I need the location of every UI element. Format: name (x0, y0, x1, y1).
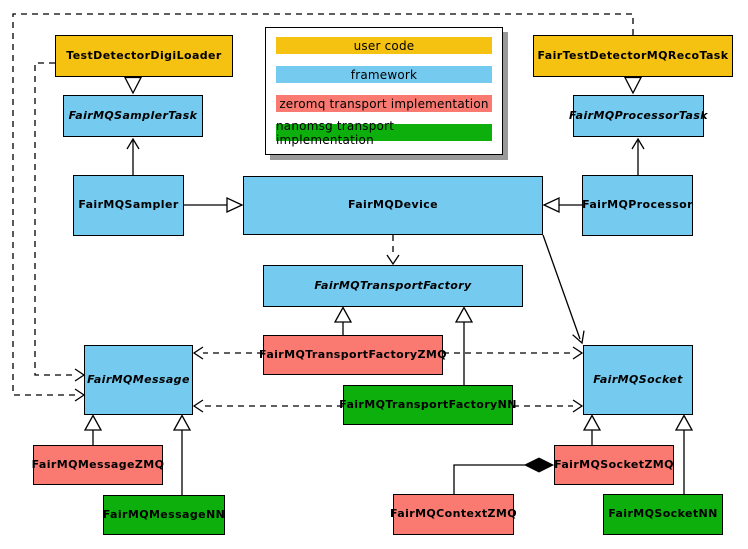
connector-sampler-device-inheritance (184, 196, 244, 214)
legend-item-nanomsg: nanomsg transport implementation (276, 119, 492, 147)
node-fairmqtransportfactorynn: FairMQTransportFactoryNN (339, 385, 516, 425)
connector-digiloader-samplertask-inheritance (123, 76, 143, 95)
node-label: FairMQMessageNN (102, 507, 226, 521)
node-label: TestDetectorDigiLoader (66, 48, 222, 62)
node-fairmqsampler: FairMQSampler (73, 175, 184, 236)
node-label: FairMQProcessor (582, 198, 693, 212)
connector-socketnn-socket-inheritance (674, 414, 694, 494)
node-fairmqdevice: FairMQDevice (243, 176, 543, 235)
connector-device-to-factory-dependency (386, 235, 400, 266)
node-label: FairMQSocketNN (608, 507, 718, 521)
legend-item-user-code: user code (276, 37, 492, 54)
node-label: FairMQDevice (347, 198, 439, 212)
node-fairmqprocessortask: FairMQProcessorTask (569, 95, 708, 137)
connector-processor-device-inheritance (542, 196, 582, 214)
connector-factorynn-to-message-dependency (192, 399, 343, 413)
node-label: FairMQSamplerTask (68, 108, 198, 122)
connector-factoryzmq-to-message-dependency (192, 346, 263, 360)
node-label: FairMQTransportFactoryNN (339, 397, 517, 411)
connector-device-to-socket (542, 234, 585, 345)
node-fairmqmessagezmq: FairMQMessageZMQ (31, 445, 165, 485)
node-fairmqsamplertask: FairMQSamplerTask (63, 95, 203, 137)
node-label: FairTestDetectorMQRecoTask (537, 48, 729, 62)
connector-factoryzmq-factory-inheritance (333, 306, 353, 335)
node-label: FairMQProcessorTask (569, 108, 709, 122)
node-fairmqmessagenn: FairMQMessageNN (103, 495, 225, 535)
connector-socketzmq-socket-inheritance (582, 414, 602, 445)
node-label: FairMQMessage (87, 372, 190, 386)
node-label: FairMQSampler (78, 198, 179, 212)
connector-factoryzmq-to-socket-dependency (443, 346, 584, 360)
connector-factorynn-to-socket-dependency (513, 399, 584, 413)
legend-item-zeromq: zeromq transport implementation (276, 95, 492, 112)
node-fairmqsocketzmq: FairMQSocketZMQ (554, 445, 674, 485)
node-testdetectordigiloader: TestDetectorDigiLoader (55, 35, 233, 77)
connector-sampler-to-samplertask (126, 137, 140, 175)
node-label: FairMQTransportFactoryZMQ (259, 347, 447, 361)
legend: user code framework zeromq transport imp… (265, 27, 503, 155)
node-fairmqtransportfactory: FairMQTransportFactory (263, 265, 523, 307)
connector-factorynn-factory-inheritance (454, 306, 474, 385)
connector-processor-to-processortask (631, 137, 645, 175)
node-label: FairMQSocketZMQ (554, 457, 674, 471)
node-fairmqcontextzmq: FairMQContextZMQ (390, 494, 517, 535)
node-fairtestdetectormqrecotask: FairTestDetectorMQRecoTask (533, 35, 733, 77)
node-label: FairMQMessageZMQ (31, 457, 165, 471)
node-fairmqtransportfactoryzmq: FairMQTransportFactoryZMQ (259, 335, 447, 375)
connector-messagenn-message-inheritance (172, 414, 192, 495)
node-fairmqsocket: FairMQSocket (583, 345, 693, 415)
connector-contextzmq-socketzmq-composition (453, 457, 555, 494)
connector-recotask-processortask-inheritance (623, 76, 643, 95)
legend-item-framework: framework (276, 66, 492, 83)
node-label: FairMQContextZMQ (390, 507, 517, 521)
node-fairmqmessage: FairMQMessage (84, 345, 193, 415)
node-fairmqprocessor: FairMQProcessor (582, 175, 693, 236)
node-label: FairMQSocket (593, 372, 683, 386)
node-label: FairMQTransportFactory (314, 278, 472, 292)
connector-messagezmq-message-inheritance (83, 414, 103, 445)
node-fairmqsocketnn: FairMQSocketNN (603, 494, 723, 535)
